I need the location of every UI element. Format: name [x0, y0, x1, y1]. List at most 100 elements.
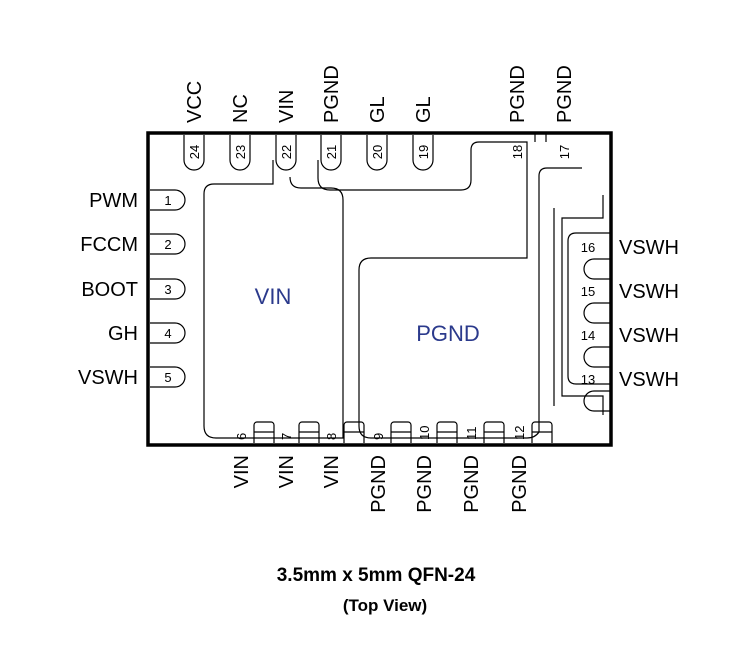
pin-3: 3 BOOT — [81, 278, 186, 301]
pin-pad — [583, 390, 611, 412]
pin-name: VSWH — [619, 281, 679, 303]
pin-name: VIN — [276, 455, 298, 488]
pin-19: 19 GL — [412, 96, 435, 171]
pin-number: 18 — [510, 145, 525, 159]
pin-name: PGND — [321, 65, 343, 123]
pin-number: 16 — [581, 240, 595, 255]
pin-pad — [298, 421, 320, 443]
pin-number: 3 — [164, 282, 171, 297]
pin-pad — [436, 421, 458, 443]
pin-number: 17 — [557, 145, 572, 159]
pin-name: VIN — [231, 455, 253, 488]
pin-pad — [150, 322, 186, 344]
pin-pad — [150, 366, 186, 388]
pin-24: 24 VCC — [183, 81, 206, 171]
pin-name: PGND — [509, 455, 531, 513]
pin-name: VIN — [321, 455, 343, 488]
pin-17: 17 PGND — [554, 65, 576, 159]
pin-pad — [343, 421, 365, 443]
pin-name: GH — [108, 323, 138, 345]
pin-name: GL — [367, 96, 389, 123]
left-pin-group: 1 PWM 2 FCCM 3 BOOT 4 GH 5 VSWH — [78, 189, 186, 389]
pin-pad — [583, 302, 611, 324]
pin-number: 9 — [371, 433, 386, 440]
pin-pad — [183, 135, 205, 171]
pin-5: 5 VSWH — [78, 366, 186, 389]
pin-number: 24 — [187, 145, 202, 159]
pgnd-pad-label: PGND — [416, 321, 480, 346]
pin-name: PGND — [461, 455, 483, 513]
pin-18: 18 PGND — [507, 65, 529, 159]
pin-name: PGND — [507, 65, 529, 123]
pin-number: 22 — [279, 145, 294, 159]
pin-number: 10 — [417, 426, 432, 440]
pin-number: 2 — [164, 237, 171, 252]
pin-pad — [390, 421, 412, 443]
pin-name: FCCM — [80, 234, 138, 256]
pin-pad — [150, 189, 186, 211]
pin-pad — [275, 135, 297, 171]
pin-14: 14 VSWH — [581, 325, 679, 368]
vin-pad-label: VIN — [255, 284, 292, 309]
package-outline — [146, 131, 613, 447]
pin-number: 13 — [581, 372, 595, 387]
pin-name: PGND — [368, 455, 390, 513]
pin-number: 1 — [164, 193, 171, 208]
pin-number: 19 — [416, 145, 431, 159]
pin-name: BOOT — [81, 279, 138, 301]
pgnd-notch — [534, 133, 547, 142]
vswh-pad-region — [567, 232, 611, 385]
pin-number: 14 — [581, 328, 595, 343]
pin-number: 21 — [324, 145, 339, 159]
package-title: 3.5mm x 5mm QFN-24 — [277, 565, 476, 586]
pin-2: 2 FCCM — [80, 233, 186, 256]
pin-pad — [583, 258, 611, 280]
pin-pad — [583, 346, 611, 368]
pin-name: PGND — [554, 65, 576, 123]
pin-name: NC — [230, 94, 252, 123]
pin-number: 5 — [164, 370, 171, 385]
pin-number: 8 — [324, 433, 339, 440]
pin-13: 13 VSWH — [581, 369, 679, 412]
package-subtitle: (Top View) — [343, 596, 427, 615]
pin-name: VSWH — [619, 369, 679, 391]
pin-number: 7 — [279, 433, 294, 440]
pin-22: 22 VIN — [275, 90, 298, 171]
pin-number: 15 — [581, 284, 595, 299]
vswh-pad-bracket — [561, 195, 604, 415]
pin-number: 4 — [164, 326, 171, 341]
pin-name: PGND — [414, 455, 436, 513]
pin-16: 16 VSWH — [581, 237, 679, 280]
pin-number: 6 — [234, 433, 249, 440]
pin-name: VSWH — [619, 237, 679, 259]
pin-20: 20 GL — [366, 96, 389, 171]
pin-name: VCC — [184, 81, 206, 123]
pin-name: PWM — [89, 190, 138, 212]
pin-number: 20 — [370, 145, 385, 159]
pin-pad — [320, 135, 342, 171]
pin-21: 21 PGND — [320, 65, 343, 171]
vin-exposed-pad — [203, 160, 344, 439]
pin-name: VSWH — [619, 325, 679, 347]
pin-name: VIN — [276, 90, 298, 123]
pin-pad — [229, 135, 251, 171]
pin-pad — [531, 421, 553, 443]
pin-pad — [366, 135, 388, 171]
pin-name: GL — [413, 96, 435, 123]
pin-pad — [412, 135, 434, 171]
pin-1: 1 PWM — [89, 189, 186, 212]
pin-name: VSWH — [78, 367, 138, 389]
pin-15: 15 VSWH — [581, 281, 679, 324]
